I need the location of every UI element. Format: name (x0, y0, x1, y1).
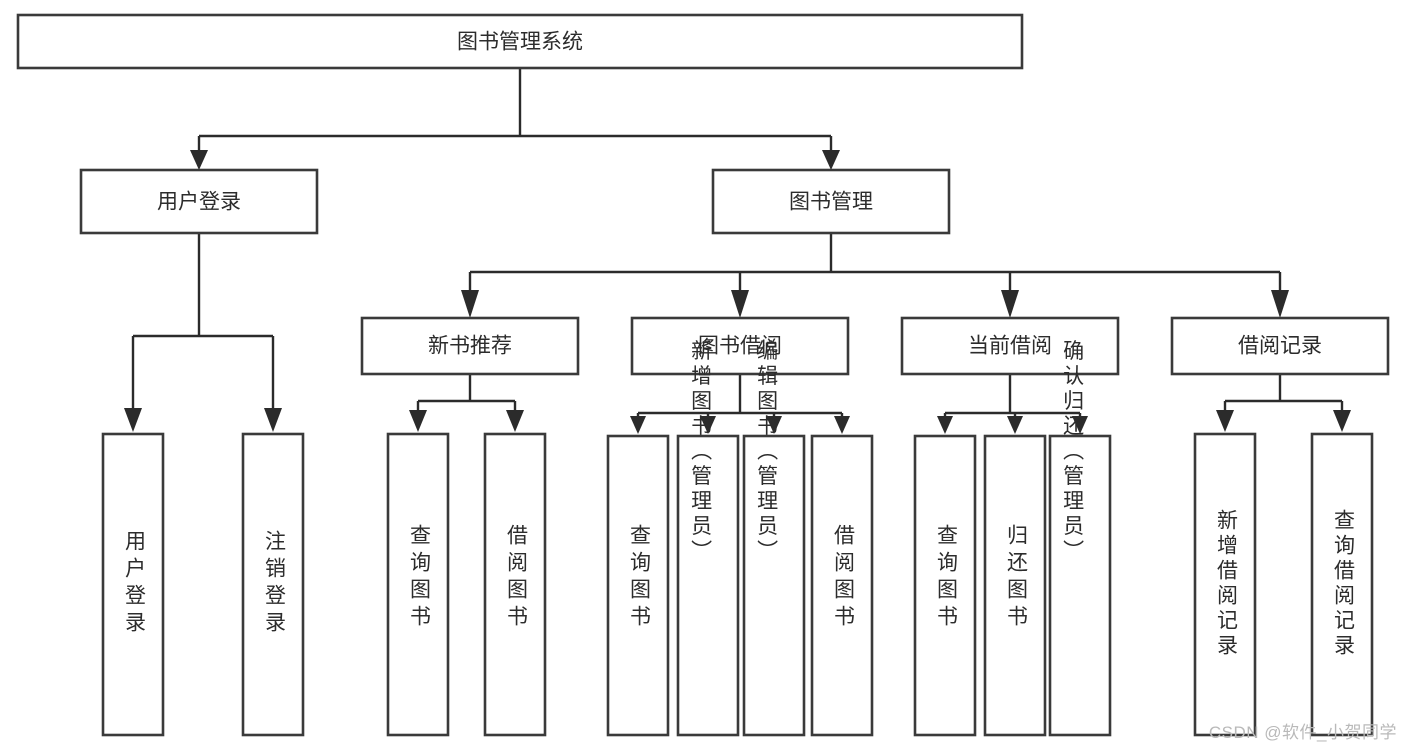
arrow-head-bb-to-leaf-2 (700, 416, 716, 434)
node-leaf-return-book-box[interactable] (983, 434, 1047, 737)
node-leaf-logout-login-box[interactable] (241, 432, 305, 737)
node-leaf-edit-book-label: 编辑图书（管理员） (755, 340, 779, 565)
node-leaf-borrow-book-1-box[interactable] (483, 432, 547, 737)
node-current-borrow-label: 当前借阅 (968, 335, 1052, 358)
node-leaf-user-login-box[interactable] (101, 432, 165, 737)
node-leaf-borrow-book-2-box[interactable] (810, 434, 874, 737)
node-borrow-record[interactable]: 借阅记录 (1170, 316, 1390, 376)
arrow-head-bm-to-borrow-record (1271, 290, 1289, 318)
arrow-head-cb-to-leaf-1 (937, 416, 953, 434)
arrow-head-br-to-leaf-1 (1216, 410, 1234, 432)
node-new-book-recommend-box[interactable] (360, 316, 580, 376)
arrow-head-bm-to-book-borrow (731, 290, 749, 318)
arrow-head-root-to-user-login (190, 150, 208, 170)
node-root-label: 图书管理系统 (457, 31, 583, 54)
arrow-head-user-login-to-leaf-1 (124, 408, 142, 432)
node-leaf-confirm-return[interactable]: 确认归还（管理员） (1048, 340, 1112, 737)
node-root-box[interactable] (16, 13, 1024, 70)
arrow-head-bb-to-leaf-1 (630, 416, 646, 434)
node-leaf-query-book-2-label: 查询图书 (627, 524, 651, 632)
arrow-head-root-to-book-management (822, 150, 840, 170)
node-user-login-box[interactable] (79, 168, 319, 235)
node-leaf-confirm-return-box[interactable] (1048, 434, 1112, 737)
arrow-head-bb-to-leaf-4 (834, 416, 850, 434)
node-leaf-query-book-1[interactable]: 查询图书 (386, 432, 450, 737)
node-borrow-record-label: 借阅记录 (1238, 335, 1322, 358)
node-leaf-borrow-book-2[interactable]: 借阅图书 (810, 434, 874, 737)
node-leaf-query-record[interactable]: 查询借阅记录 (1310, 432, 1374, 737)
node-leaf-return-book[interactable]: 归还图书 (983, 434, 1047, 737)
node-new-book-recommend[interactable]: 新书推荐 (360, 316, 580, 376)
node-leaf-edit-book[interactable]: 编辑图书（管理员） (742, 340, 806, 737)
node-current-borrow[interactable]: 当前借阅 (900, 316, 1120, 376)
node-leaf-borrow-book-1[interactable]: 借阅图书 (483, 432, 547, 737)
node-leaf-query-book-2[interactable]: 查询图书 (606, 434, 670, 737)
arrow-head-user-login-to-leaf-2 (264, 408, 282, 432)
node-borrow-record-box[interactable] (1170, 316, 1390, 376)
node-leaf-add-book-box[interactable] (676, 434, 740, 737)
node-book-management-label: 图书管理 (789, 191, 873, 214)
arrow-head-nbr-to-leaf-1 (409, 410, 427, 432)
connector-layer (124, 68, 1351, 434)
node-book-management-box[interactable] (711, 168, 951, 235)
arrow-head-bm-to-new-book-recommend (461, 290, 479, 318)
arrow-head-bb-to-leaf-3 (766, 416, 782, 434)
csdn-watermark: CSDN @软件_小贺同学 (1208, 723, 1397, 742)
arrow-head-cb-to-leaf-2 (1007, 416, 1023, 434)
node-leaf-query-record-label: 查询借阅记录 (1331, 509, 1355, 659)
node-book-borrow-label: 图书借阅 (698, 335, 782, 358)
arrow-head-bm-to-current-borrow (1001, 290, 1019, 318)
node-leaf-add-record[interactable]: 新增借阅记录 (1193, 432, 1257, 737)
node-leaf-query-book-1-box[interactable] (386, 432, 450, 737)
node-leaf-query-book-2-box[interactable] (606, 434, 670, 737)
node-leaf-add-book-label: 新增图书（管理员） (689, 340, 713, 565)
node-user-login-label: 用户登录 (157, 191, 241, 214)
node-leaf-confirm-return-label: 确认归还（管理员） (1061, 340, 1085, 565)
node-leaf-user-login[interactable]: 用户登录 (101, 432, 165, 737)
node-leaf-borrow-book-2-label: 借阅图书 (831, 524, 855, 632)
node-book-borrow-box[interactable] (630, 316, 850, 376)
node-new-book-recommend-label: 新书推荐 (428, 335, 512, 358)
arrow-head-br-to-leaf-2 (1333, 410, 1351, 432)
node-leaf-query-book-3-box[interactable] (913, 434, 977, 737)
node-leaf-query-book-1-label: 查询图书 (407, 524, 431, 632)
node-leaf-add-record-box[interactable] (1193, 432, 1257, 737)
node-leaf-query-book-3-label: 查询图书 (934, 524, 958, 632)
node-user-login[interactable]: 用户登录 (79, 168, 319, 235)
node-leaf-add-book[interactable]: 新增图书（管理员） (676, 340, 740, 737)
node-book-management[interactable]: 图书管理 (711, 168, 951, 235)
node-leaf-query-book-3[interactable]: 查询图书 (913, 434, 977, 737)
arrow-head-cb-to-leaf-3 (1072, 416, 1088, 434)
node-leaf-borrow-book-1-label: 借阅图书 (504, 524, 528, 632)
arrow-head-nbr-to-leaf-2 (506, 410, 524, 432)
node-book-borrow[interactable]: 图书借阅 (630, 316, 850, 376)
node-leaf-query-record-box[interactable] (1310, 432, 1374, 737)
node-leaf-return-book-label: 归还图书 (1004, 524, 1028, 632)
node-root[interactable]: 图书管理系统 (16, 13, 1024, 70)
node-leaf-edit-book-box[interactable] (742, 434, 806, 737)
node-leaf-user-login-label: 用户登录 (122, 530, 146, 638)
node-leaf-add-record-label: 新增借阅记录 (1214, 509, 1238, 659)
node-leaf-logout-login-label: 注销登录 (262, 530, 286, 638)
node-current-borrow-box[interactable] (900, 316, 1120, 376)
node-leaf-logout-login[interactable]: 注销登录 (241, 432, 305, 737)
